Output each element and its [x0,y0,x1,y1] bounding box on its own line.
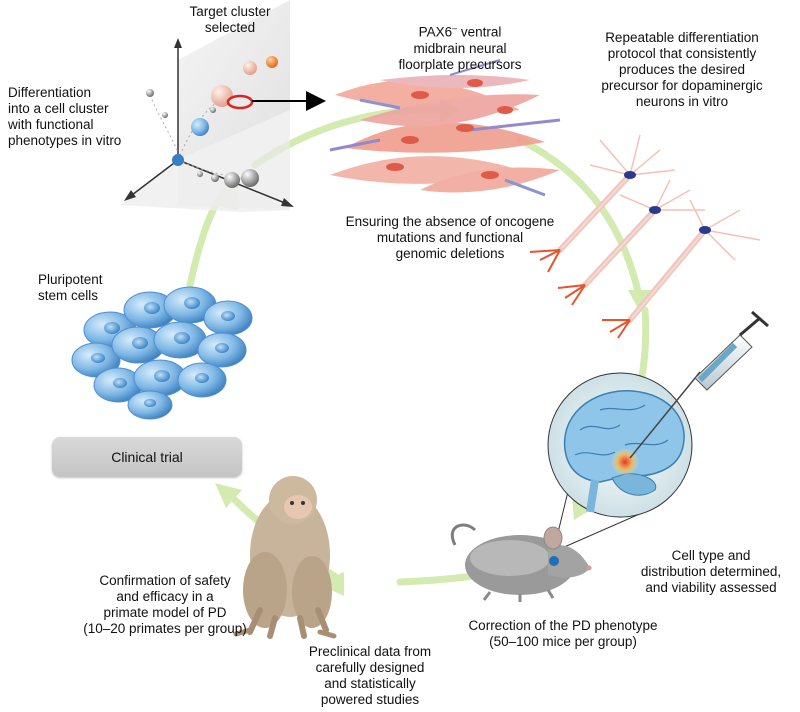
stem-cells-icon [71,286,253,420]
neurons-icon [529,134,761,339]
differentiation-label: Differentiation into a cell cluster with… [8,85,122,148]
precursor-cells-icon [329,59,561,197]
monkey-icon [233,476,337,639]
repeatable-protocol-label: Repeatable differentiation protocol that… [601,30,763,109]
pluripotent-stem-cells-label: Pluripotent stem cells [38,272,103,303]
mouse-correction-label: Correction of the PD phenotype (50–100 m… [468,618,658,649]
preclinical-data-label: Preclinical data from carefully designed… [308,644,432,707]
pax6-superscript: – [452,23,458,33]
pax6-precursor-label: PAX6– ventral midbrain neural floorplate… [375,4,545,73]
clinical-trial-label: Clinical trial [111,449,183,465]
target-cluster-label: Target cluster selected [189,4,271,35]
cell-type-assessment-label: Cell type and distribution determined, a… [640,548,782,595]
primate-confirmation-label: Confirmation of safety and efficacy in a… [83,573,247,636]
3d-scatter-icon [120,0,326,212]
brain-syringe-icon [547,310,769,549]
quality-check-label: Ensuring the absence of oncogene mutatio… [345,214,555,261]
clinical-trial-box: Clinical trial [52,437,242,477]
mouse-icon [451,523,592,602]
pax6-description: ventral midbrain neural floorplate precu… [398,24,522,72]
pax6-gene-name: PAX6 [418,24,453,40]
